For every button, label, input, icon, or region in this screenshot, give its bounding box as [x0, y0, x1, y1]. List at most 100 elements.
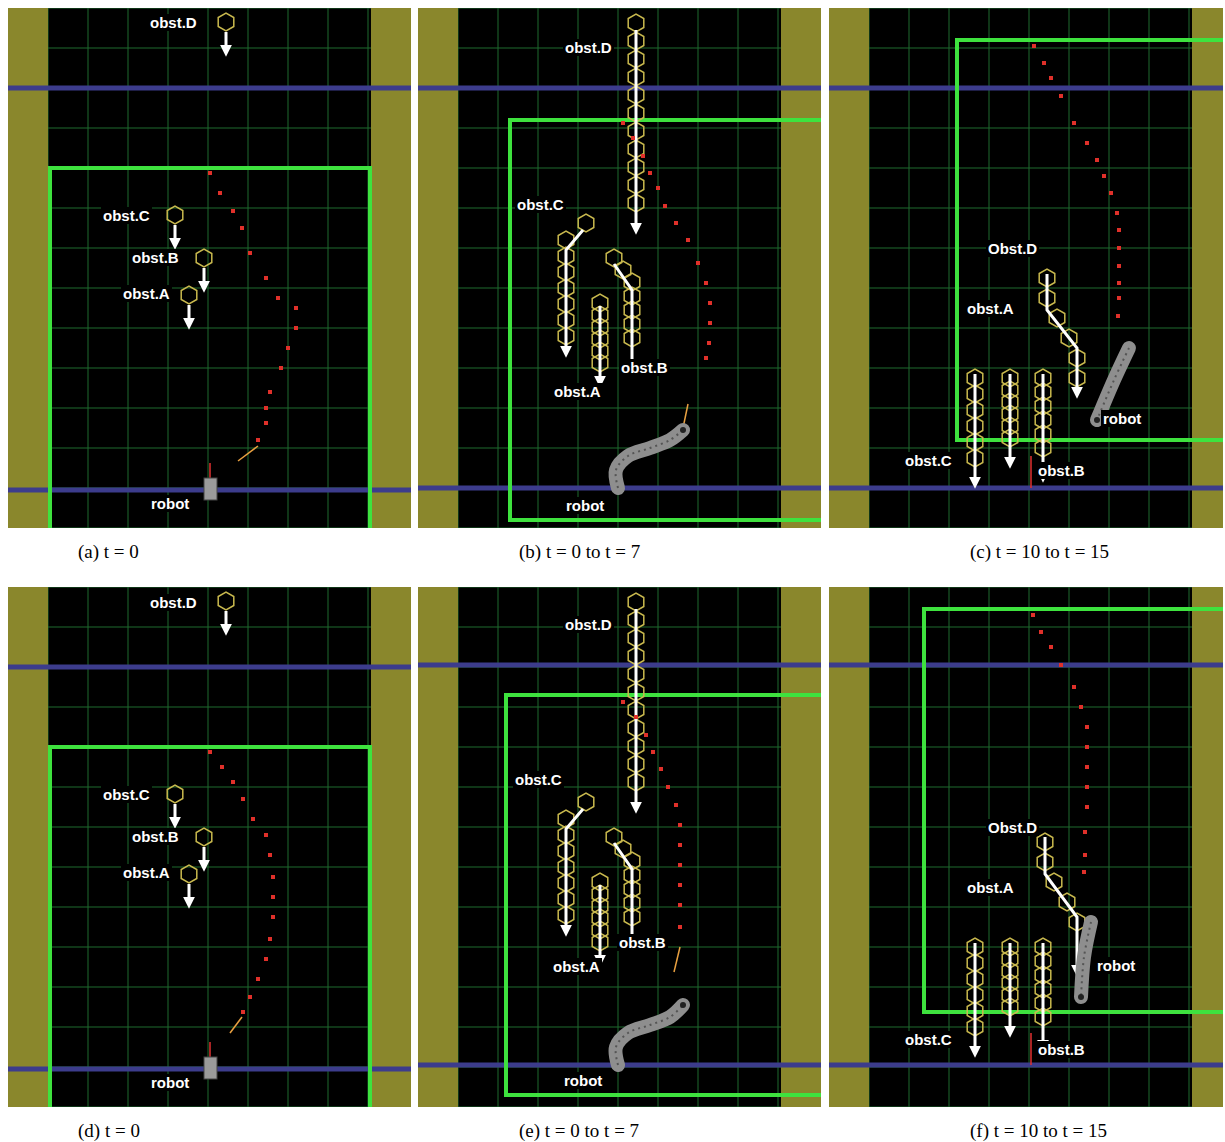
obstacle-label: obst.D [148, 594, 199, 611]
robot-label: robot [562, 1072, 604, 1089]
robot-head [1078, 994, 1084, 1000]
planned-path [621, 700, 682, 929]
obstacle-label: obst.A [121, 285, 172, 302]
panel-caption: (d) t = 0 [78, 1121, 140, 1140]
planning-window [50, 747, 370, 1107]
path-point [264, 957, 268, 961]
obstacle-label: obst.D [563, 39, 614, 56]
floor [829, 587, 1223, 1107]
goal-line [418, 86, 821, 91]
path-point [276, 296, 280, 300]
path-point [678, 863, 682, 867]
obstacle-label: obst.B [130, 828, 181, 845]
goal-line [829, 86, 1223, 91]
path-point [264, 406, 268, 410]
obstacle-motion-arrow [225, 611, 228, 631]
path-point [268, 937, 272, 941]
path-point [674, 221, 678, 225]
path-point [641, 154, 645, 158]
path-point [644, 733, 648, 737]
obstacle-label: Obst.D [986, 819, 1039, 836]
simulation-panel [418, 8, 821, 528]
obstacle-hexagon [628, 14, 644, 32]
path-point [208, 750, 212, 754]
path-point [1117, 296, 1121, 300]
path-point [1039, 630, 1043, 634]
obstacle-label: obst.B [1036, 1041, 1087, 1058]
obstacle-hexagon [578, 214, 594, 232]
goal-line [8, 665, 411, 670]
path-point [1117, 281, 1121, 285]
path-point [1032, 44, 1036, 48]
obstacle-label: obst.A [552, 383, 603, 400]
obstacle-label: obst.A [965, 879, 1016, 896]
obstacle-motion-arrow [614, 264, 632, 366]
floor [829, 8, 1223, 528]
obstacle-hexagon [181, 865, 197, 883]
heading-segment [674, 947, 680, 972]
path-point [704, 281, 708, 285]
robot-trail [616, 430, 683, 488]
obstacle-label: obst.B [1036, 462, 1087, 479]
panel-caption: (a) t = 0 [78, 542, 139, 561]
obstacle-hexagon [167, 206, 183, 224]
path-point [1049, 76, 1053, 80]
path-point [1082, 870, 1086, 874]
robot-heading [209, 1042, 211, 1057]
heading-segment [238, 446, 258, 461]
path-point [268, 853, 272, 857]
floor [8, 8, 411, 528]
obstacle-motion-arrow [188, 884, 191, 904]
obstacle-hexagon [196, 828, 212, 846]
path-point [286, 346, 290, 350]
obstacle-motion-arrow [614, 843, 632, 945]
robot-head [1094, 417, 1100, 423]
simulation-panel [418, 587, 821, 1107]
obstacle-motion-arrow [203, 847, 206, 867]
path-point [656, 186, 660, 190]
path-point [1042, 61, 1046, 65]
obstacle-motion-arrow [174, 225, 177, 245]
path-point [268, 390, 272, 394]
obstacle-label: obst.B [619, 359, 670, 376]
path-point [1083, 853, 1087, 857]
path-point [1117, 264, 1121, 268]
obstacle-motion-arrow [1042, 943, 1045, 1047]
path-point [251, 817, 255, 821]
path-point [294, 326, 298, 330]
obstacle-motion-arrow [974, 374, 977, 484]
path-point [240, 226, 244, 230]
path-point [663, 204, 667, 208]
path-point [279, 366, 283, 370]
obstacle-motion-arrow [203, 268, 206, 288]
obstacle-hexagon [167, 785, 183, 803]
path-point [248, 995, 252, 999]
path-point [621, 700, 625, 704]
obstacle-motion-arrow [188, 305, 191, 325]
path-point [678, 823, 682, 827]
obstacle-motion-arrow [174, 804, 177, 824]
path-point [1085, 785, 1089, 789]
robot-body [204, 1057, 217, 1079]
simulation-panel [829, 587, 1223, 1107]
path-point [1031, 613, 1035, 617]
simulation-panel [8, 587, 411, 1107]
path-point [634, 715, 638, 719]
obstacle-label: obst.A [965, 300, 1016, 317]
simulation-panel [829, 8, 1223, 528]
path-point [1117, 246, 1121, 250]
planned-path [621, 121, 712, 360]
path-point [1083, 830, 1087, 834]
path-point [678, 843, 682, 847]
robot-trail-detail [616, 1005, 683, 1065]
planned-path [208, 171, 298, 442]
path-point [1102, 174, 1106, 178]
panel-caption: (e) t = 0 to t = 7 [519, 1121, 639, 1140]
robot-head [680, 427, 686, 433]
path-point [631, 136, 635, 140]
path-point [231, 780, 235, 784]
floor [418, 587, 821, 1107]
obstacle-label: obst.C [903, 1031, 954, 1048]
path-point [1116, 314, 1120, 318]
